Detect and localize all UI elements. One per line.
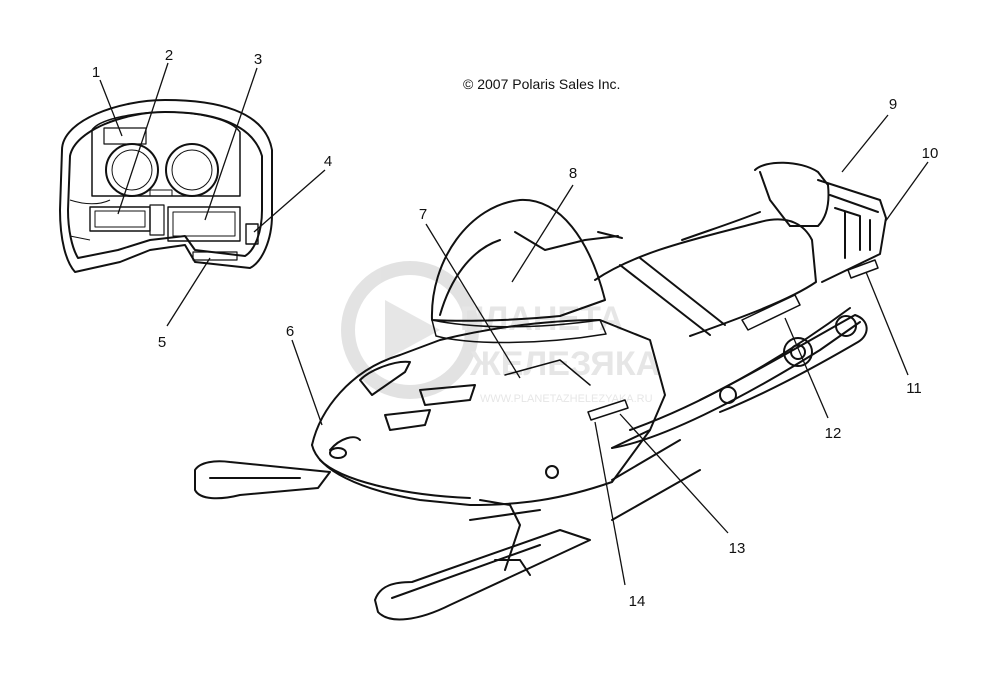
callout-8: 8 [569,165,577,182]
callout-13: 13 [729,540,746,557]
decal-4 [245,223,259,245]
backrest [754,161,830,227]
watermark-line3: WWW.PLANETAZHELEZYAKA.RU [480,393,653,405]
callout-14: 14 [629,593,646,610]
decal-12 [741,294,801,331]
headlight-surround [329,436,361,451]
hood-vent [384,409,431,431]
callout-3: 3 [254,51,262,68]
watermark-line1: ПЛАНЕТА [460,300,623,338]
callout-9: 9 [889,96,897,113]
leader-lines [99,62,929,586]
decal-8 [431,319,607,344]
ski-left [194,460,331,500]
watermark-arrow [385,300,440,360]
windshield [430,198,606,322]
dashboard-console [59,99,273,273]
callout-10: 10 [922,145,939,162]
callout-1: 1 [92,64,100,81]
ski-right [374,529,591,621]
decal-3 [167,206,241,242]
decal-5 [192,251,238,261]
copyright-notice: © 2007 Polaris Sales Inc. [463,76,621,92]
decal-14 [587,399,629,421]
hood-vent [419,384,476,406]
bogie-wheel [783,337,813,367]
callout-6: 6 [286,323,294,340]
callout-11: 11 [906,380,922,397]
callout-2: 2 [165,47,173,64]
snowmobile [194,161,887,621]
callout-4: 4 [324,153,332,170]
watermark-ring [341,261,479,399]
watermark: ПЛАНЕТА ЖЕЛЕЗЯКА WWW.PLANETAZHELEZYAKA.R… [341,261,660,405]
decal-11 [847,259,879,279]
callout-12: 12 [825,425,842,442]
tachometer-gauge [165,143,219,197]
decal-7 [504,359,591,386]
decal-1 [103,127,147,145]
rear-idler [835,315,857,337]
headlight [329,447,347,459]
callout-5: 5 [158,334,166,351]
callout-7: 7 [419,206,427,223]
callout-labels: 1 2 3 4 5 6 7 8 9 10 11 12 13 14 [92,47,939,610]
hood-vent [359,360,411,396]
